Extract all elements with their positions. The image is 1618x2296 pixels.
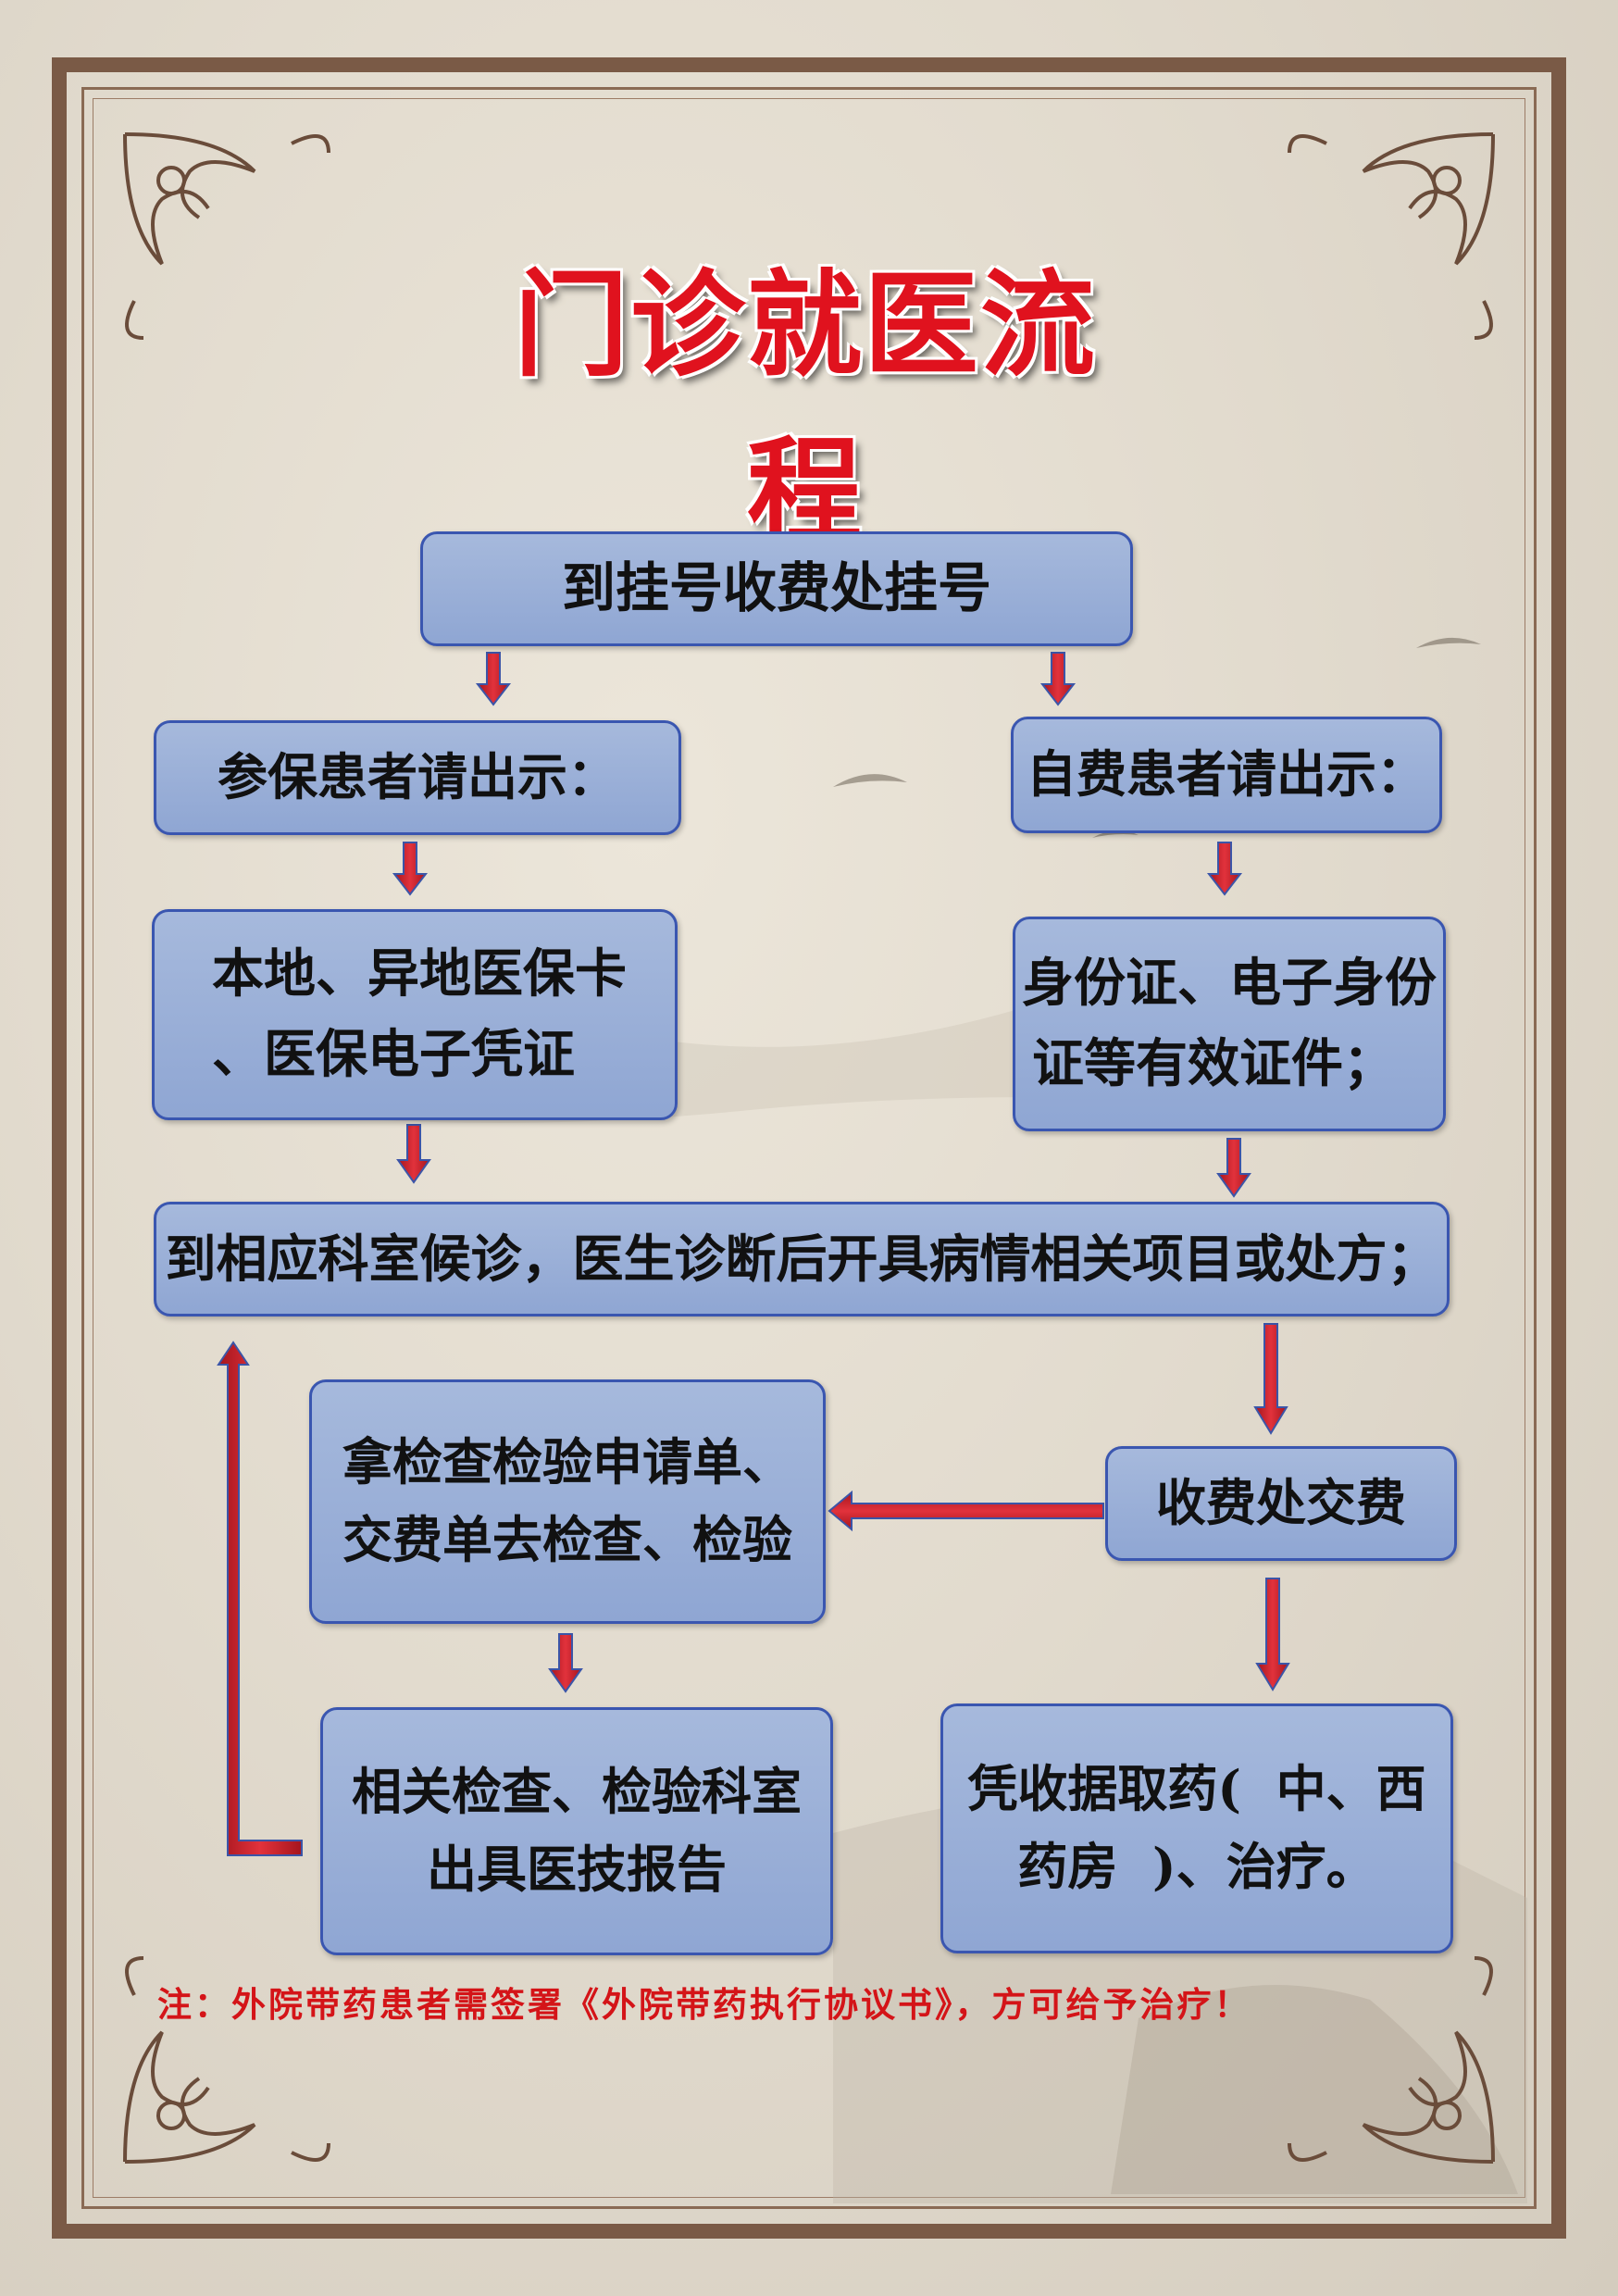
step-register: 到挂号收费处挂号 [420,531,1133,646]
corner-ornament-icon [1288,132,1495,340]
corner-ornament-icon [123,132,330,340]
step-report: 相关检查、检验科室 出具医技报告 [320,1707,833,1955]
outer-frame [52,57,1566,2239]
payment-label: 收费处交费 [1156,1473,1406,1533]
step-insured-docs: 本地、异地医保卡 、医保电子凭证 [152,909,678,1120]
corner-ornament-icon [1288,1956,1495,2164]
step-self-docs: 身份证、电子身份 证等有效证件； [1013,917,1446,1131]
step-consult: 到相应科室候诊，医生诊断后开具病情相关项目或处方； [154,1202,1450,1316]
exam-line1: 拿检查检验申请单、 [342,1432,792,1492]
step-medicine: 凭收据取药( 中、西 药房 )、治疗。 [940,1703,1453,1953]
left-arrow-icon [828,1490,1104,1532]
footnote: 注：外院带药患者需签署《外院带药执行协议书》，方可给予治疗！ [157,1985,1251,2025]
step-self-pay-header: 自费患者请出示： [1011,717,1442,833]
insured-docs-line1: 本地、异地医保卡 [212,943,627,1005]
report-line1: 相关检查、检验科室 [352,1762,802,1822]
self-pay-header-label: 自费患者请出示： [1027,744,1426,805]
self-docs-line2: 证等有效证件； [1032,1033,1395,1094]
step-payment: 收费处交费 [1105,1446,1457,1561]
self-docs-line1: 身份证、电子身份 [1022,953,1437,1015]
insured-header-label: 参保患者请出示： [218,747,617,807]
medicine-line2: 药房 )、治疗。 [1017,1837,1376,1896]
inner-frame [81,87,1537,2209]
exam-line2: 交费单去检查、检验 [342,1510,792,1569]
report-line2: 出具医技报告 [427,1840,727,1899]
step-insured-header: 参保患者请出示： [154,720,681,835]
down-arrow-icon [392,652,1290,1693]
return-arrow-icon [217,1341,303,1856]
insured-docs-line2: 、医保电子凭证 [212,1024,575,1085]
medicine-line1: 凭收据取药( 中、西 [967,1759,1426,1819]
inner-frame-line [93,98,1525,2198]
poster-title: 门诊就医流程 [513,259,1097,559]
step-exam: 拿检查检验申请单、 交费单去检查、检验 [309,1379,826,1624]
consult-label: 到相应科室候诊，医生诊断后开具病情相关项目或处方； [165,1229,1438,1290]
corner-ornament-icon [123,1956,330,2164]
step-register-label: 到挂号收费处挂号 [561,556,991,620]
